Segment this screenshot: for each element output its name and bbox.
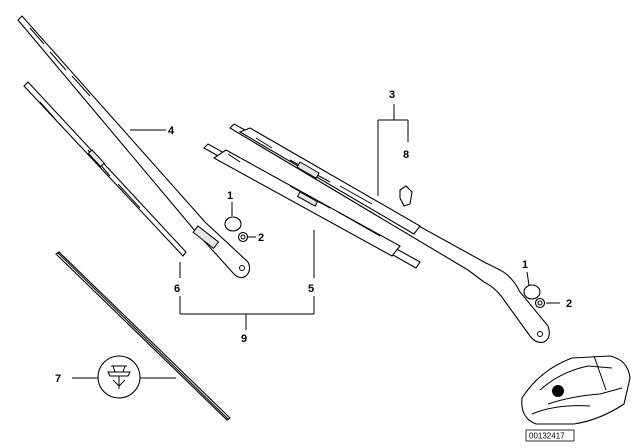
- wiper-blade-refill[interactable]: [55, 251, 231, 421]
- pushpin-clip-icon: [97, 355, 141, 399]
- callout-3: 3: [389, 89, 395, 101]
- callout-6: 6: [174, 283, 180, 295]
- car-silhouette-icon: [521, 355, 631, 425]
- cover-cap-right[interactable]: [523, 284, 541, 300]
- wiper-arm-right[interactable]: [229, 123, 550, 343]
- cover-cap-left[interactable]: [224, 216, 242, 232]
- locator-dot: [552, 385, 564, 397]
- hex-nut-right[interactable]: [534, 297, 546, 309]
- callout-1-left: 1: [227, 190, 233, 202]
- reference-number: 00132417: [529, 432, 565, 441]
- wiper-arm-left[interactable]: [17, 15, 251, 279]
- callout-1-right: 1: [522, 259, 528, 271]
- leader-lines: [72, 104, 560, 379]
- callout-2-right: 2: [566, 298, 572, 310]
- callout-5: 5: [308, 283, 314, 295]
- callout-8: 8: [403, 149, 409, 161]
- blade-clip[interactable]: [399, 185, 413, 207]
- reference-box: 00132417: [525, 429, 575, 442]
- callout-9: 9: [241, 333, 247, 345]
- wiper-blade-left[interactable]: [23, 81, 187, 257]
- wiper-blade-right[interactable]: [203, 143, 421, 269]
- hex-nut-left[interactable]: [237, 231, 249, 243]
- callout-7: 7: [55, 373, 61, 385]
- callout-4: 4: [168, 125, 175, 137]
- callout-2-left: 2: [258, 232, 264, 244]
